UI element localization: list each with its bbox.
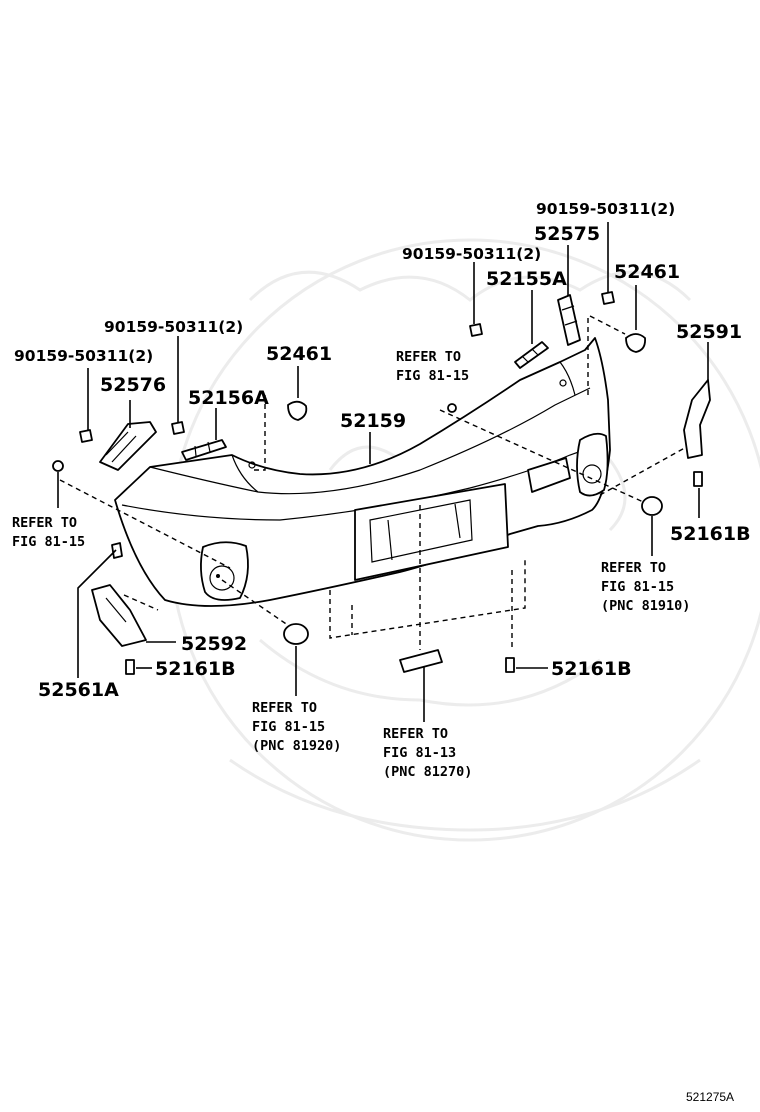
cap-parts bbox=[52, 333, 663, 645]
label-52156a: 52156A bbox=[188, 387, 269, 409]
ref-bottom-left-line1: REFER TO bbox=[252, 700, 317, 716]
label-52161b-right: 52161B bbox=[670, 523, 751, 545]
label-bolt-far-left: 90159-50311(2) bbox=[14, 347, 153, 365]
retainer-52155a bbox=[514, 341, 549, 369]
figure-id: 521275A bbox=[686, 1090, 734, 1104]
label-bolt-center: 90159-50311(2) bbox=[402, 245, 541, 263]
label-52575: 52575 bbox=[534, 223, 600, 245]
label-52461-right: 52461 bbox=[614, 261, 680, 283]
label-52159: 52159 bbox=[340, 410, 406, 432]
part-number-labels: 52576 52156A 52461 52159 52155A 52575 52… bbox=[14, 200, 751, 701]
label-52576: 52576 bbox=[100, 374, 166, 396]
ref-left-line1: REFER TO bbox=[12, 515, 77, 531]
label-52561a: 52561A bbox=[38, 679, 119, 701]
guide-lines bbox=[59, 315, 691, 650]
label-52155a: 52155A bbox=[486, 268, 567, 290]
ref-right-line3: (PNC 81910) bbox=[601, 598, 690, 614]
ref-bottom-left-line3: (PNC 81920) bbox=[252, 738, 341, 754]
bracket-52591 bbox=[683, 379, 711, 459]
label-52591: 52591 bbox=[676, 321, 742, 343]
ref-right-line1: REFER TO bbox=[601, 560, 666, 576]
ref-bottom-center-line1: REFER TO bbox=[383, 726, 448, 742]
bumper-cover-52159 bbox=[114, 337, 611, 607]
ref-bottom-center-line3: (PNC 81270) bbox=[383, 764, 472, 780]
ref-right-line2: FIG 81-15 bbox=[601, 579, 674, 595]
leader-lines bbox=[57, 222, 709, 722]
fasteners bbox=[79, 291, 703, 675]
bracket-52592 bbox=[91, 584, 147, 647]
ref-top-line1: REFER TO bbox=[396, 349, 461, 365]
label-52461-left: 52461 bbox=[266, 343, 332, 365]
ref-top-line2: FIG 81-15 bbox=[396, 368, 469, 384]
label-bolt-right: 90159-50311(2) bbox=[536, 200, 675, 218]
retainer-52575 bbox=[557, 294, 581, 346]
ref-bottom-left-line2: FIG 81-15 bbox=[252, 719, 325, 735]
retainer-52576 bbox=[99, 421, 157, 471]
label-52161b-center: 52161B bbox=[551, 658, 632, 680]
retainer-52156a bbox=[181, 439, 227, 461]
label-bolt-left: 90159-50311(2) bbox=[104, 318, 243, 336]
ref-bottom-center-line2: FIG 81-13 bbox=[383, 745, 456, 761]
label-52592: 52592 bbox=[181, 633, 247, 655]
ref-left-line2: FIG 81-15 bbox=[12, 534, 85, 550]
reference-notes: REFER TO FIG 81-15 REFER TO FIG 81-15 RE… bbox=[12, 349, 690, 780]
label-52161b-left: 52161B bbox=[155, 658, 236, 680]
